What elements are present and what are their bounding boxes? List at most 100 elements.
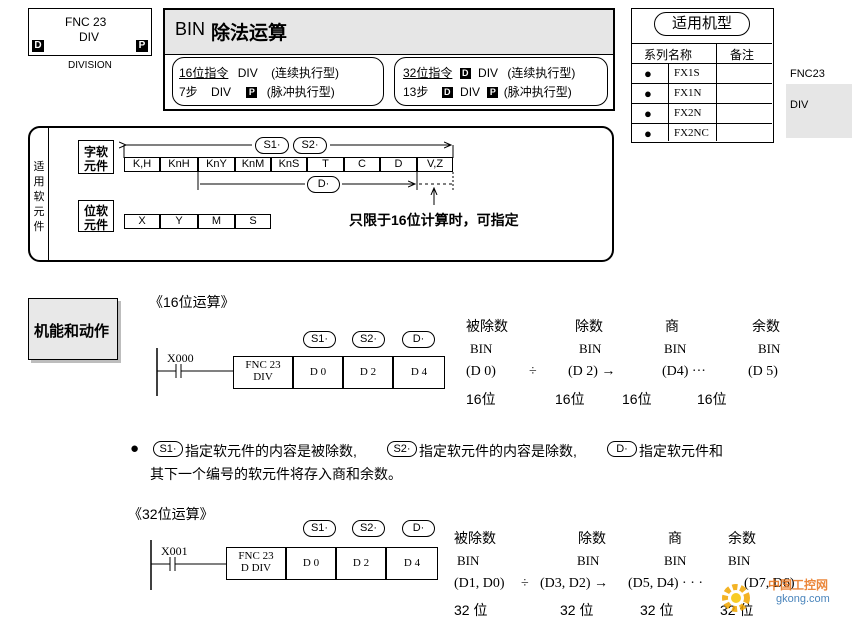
sec16-title: 《16位运算》 [149, 294, 235, 310]
side-tab-div: DIV [790, 99, 809, 111]
bit-cell-s: S [235, 214, 271, 229]
instr16-box: FNC 23 DIV [233, 356, 293, 389]
expr32-remainder: (D7, D6) [744, 576, 795, 591]
bits32-c: 32 位 [640, 602, 674, 618]
word-cell-kny: KnY [198, 157, 235, 172]
op32-s1-label: S1· [303, 520, 336, 537]
devices-side-label: 适用软元件 [33, 161, 45, 233]
function-label-box: 机能和动作 [28, 298, 118, 360]
models-title: 适用机型 [654, 12, 750, 36]
contact-x001: X001 [161, 544, 188, 558]
word-cell-c: C [344, 157, 380, 172]
p-badge-small-2: P [487, 87, 499, 99]
head-remainder-16: 余数 [752, 318, 780, 334]
instr32-line1: FNC 23 [238, 550, 274, 562]
bit-cell-y: Y [160, 214, 198, 229]
function-label: 机能和动作 [34, 323, 110, 340]
expr16-remainder: (D 5) [748, 364, 778, 379]
head-remainder-32: 余数 [728, 530, 756, 546]
fnc-code-box: FNC 23 DIV D P [28, 8, 152, 56]
p-badge: P [136, 40, 148, 52]
bin-16-d: BIN [758, 341, 781, 356]
contact-x000: X000 [167, 351, 194, 365]
title-bar: BIN 除法运算 [165, 10, 613, 55]
d-badge-small-2: D [441, 87, 453, 99]
gear-icon [722, 584, 750, 612]
cmd32-box: 32位指令 D DIV (连续执行型) 13步 D DIV P (脉冲执行型) [394, 57, 608, 106]
cmd16-line1: 16位指令 DIV (连续执行型) [179, 64, 339, 81]
op32-d: D 4 [386, 547, 438, 580]
expr32-quotient: (D5, D4) · · · [628, 576, 704, 591]
op16-s2: D 2 [343, 356, 393, 389]
model-dot: ● [644, 126, 652, 141]
watermark-line1: 中国工控网 [768, 578, 829, 592]
bit-cell-m: M [198, 214, 235, 229]
cmd16-type2: (脉冲执行型) [266, 85, 335, 99]
expr16-quotient: (D4) ··· [662, 364, 706, 379]
model-fx2n: FX2N [674, 107, 702, 119]
cmd32-type2: (脉冲执行型) [503, 85, 572, 99]
side-tab-fnc: FNC23 [790, 68, 825, 80]
word-cell-kh: K,H [124, 157, 160, 172]
sec32-title: 《32位运算》 [128, 506, 214, 522]
word-cell-knm: KnM [235, 157, 271, 172]
bin-16-c: BIN [664, 341, 687, 356]
d-badge-small: D [459, 68, 471, 80]
bullet-dot: ● [130, 440, 140, 457]
head-dividend-16: 被除数 [466, 318, 508, 334]
models-col-remark: 备注 [730, 48, 755, 62]
bullet-text-3: 指定软元件和 [639, 443, 723, 459]
s1-operand-badge: S1· [255, 137, 289, 154]
bit-cell-x: X [124, 214, 160, 229]
bits32-a: 32 位 [454, 602, 488, 618]
bin-32-c: BIN [664, 553, 687, 568]
devices-panel: 适用软元件 [28, 126, 614, 262]
page-title: 除法运算 [211, 23, 288, 44]
instr32-box: FNC 23 D DIV [226, 547, 286, 580]
cmd32-type: (连续执行型) [507, 66, 576, 80]
model-fx1s: FX1S [674, 67, 700, 79]
instr16-line1: FNC 23 [245, 359, 281, 371]
side-tab: DIV [786, 84, 852, 138]
bit-label-1: 位软 [84, 204, 109, 218]
instr16-line2: DIV [253, 371, 273, 383]
watermark-logo: 中国工控网 gkong.com [716, 572, 846, 622]
word-label-2: 元件 [84, 159, 109, 173]
word-cell-kns: KnS [271, 157, 307, 172]
cmd32-label: 32位指令 [403, 66, 453, 80]
op32-s1: D 0 [286, 547, 336, 580]
fnc-subtitle: DIVISION [68, 60, 112, 71]
fnc-mnemonic: DIV [79, 30, 100, 44]
expr16-divisor: (D 2) → [568, 364, 616, 379]
bits16-a: 16位 [466, 391, 496, 407]
cmd16-box: 16位指令 DIV (连续执行型) 7步 DIV P (脉冲执行型) [172, 57, 384, 106]
op16-s1: D 0 [293, 356, 343, 389]
word-cell-d: D [380, 157, 417, 172]
head-divisor-32: 除数 [578, 530, 606, 546]
bullet-d-badge: D· [607, 441, 637, 457]
instr32-line2: D DIV [240, 562, 272, 574]
expr32-div-sign: ÷ [521, 576, 529, 591]
bullet-s2-badge: S2· [387, 441, 417, 457]
head-divisor-16: 除数 [575, 318, 603, 334]
cmd16-mnemonic2: DIV [211, 85, 232, 99]
cmd32-line2: 13步 D DIV P (脉冲执行型) [403, 83, 572, 100]
bin-32-b: BIN [577, 553, 600, 568]
expr32-divisor: (D3, D2) → [540, 576, 609, 591]
title-block: BIN 除法运算 [163, 8, 615, 111]
bits16-c: 16位 [622, 391, 652, 407]
op32-s2: D 2 [336, 547, 386, 580]
bit-device-label: 位软 元件 [78, 200, 114, 232]
bit-label-2: 元件 [84, 218, 109, 232]
head-quotient-32: 商 [668, 530, 682, 546]
bits32-b: 32 位 [560, 602, 594, 618]
op16-d-label: D· [402, 331, 435, 348]
bin-32-d: BIN [728, 553, 751, 568]
bullet-s1-badge: S1· [153, 441, 183, 457]
model-dot: ● [644, 106, 652, 121]
fnc-number: FNC 23 [65, 15, 107, 29]
bin-16-b: BIN [579, 341, 602, 356]
